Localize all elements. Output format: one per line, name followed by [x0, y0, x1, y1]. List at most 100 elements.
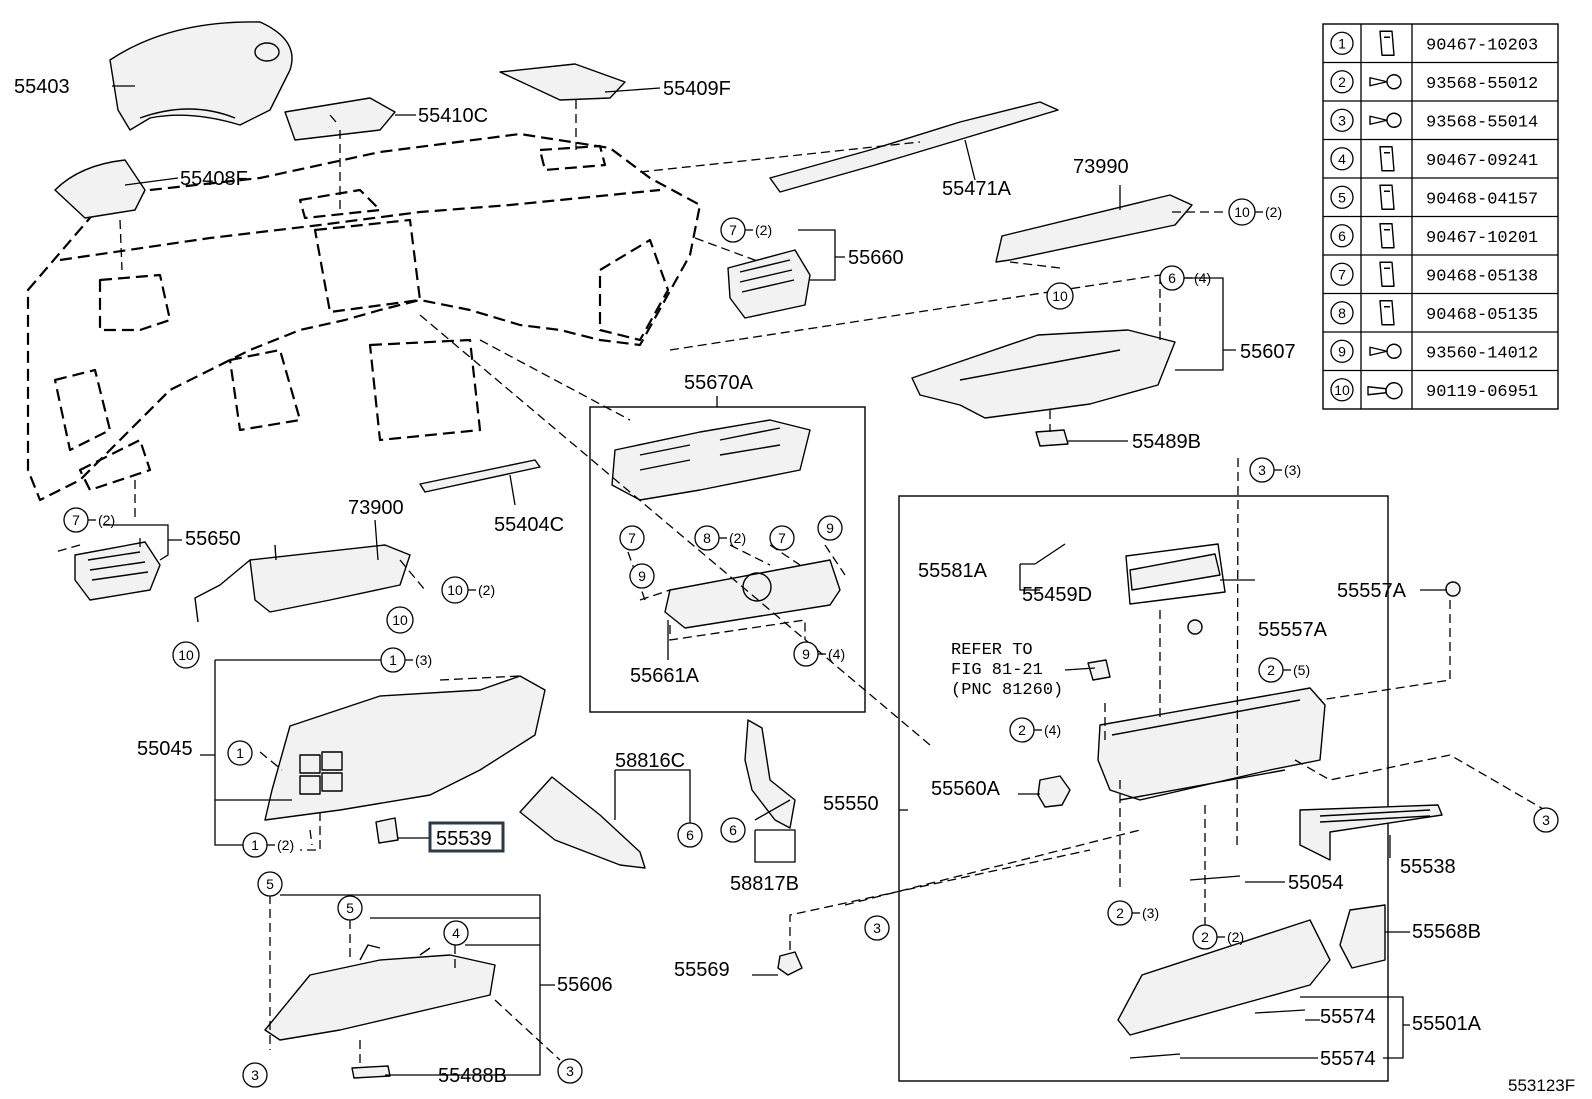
callout-circle	[227, 740, 253, 766]
callout: 2(2)	[1192, 924, 1244, 950]
panel-55408F	[54, 159, 146, 219]
callout-number: 3	[1258, 462, 1266, 478]
screw-icon	[1369, 343, 1402, 359]
box-55550	[898, 495, 1461, 1082]
callout-number: 10	[1234, 204, 1250, 220]
callout-number: 5	[266, 876, 274, 892]
screw-icon	[1369, 112, 1402, 128]
refer-note-line3: (PNC 81260)	[951, 681, 1063, 700]
switch-55539	[375, 817, 399, 844]
lower-panel-55045	[264, 675, 546, 821]
screw-icon	[1369, 74, 1402, 90]
callout-number: 7	[729, 222, 737, 238]
callout-quantity: (2)	[1265, 204, 1282, 220]
callout-circle	[557, 1058, 583, 1084]
label-55574-2: 55574	[1320, 1048, 1376, 1070]
callout-circle	[242, 1062, 268, 1088]
fastener-part-number: 90467-09241	[1426, 152, 1538, 171]
callout-quantity: (2)	[98, 512, 115, 528]
callout-number: 3	[566, 1063, 574, 1079]
panel-55410C	[284, 97, 396, 141]
fastener-number-circle	[1330, 185, 1354, 209]
callout-number: 10	[392, 612, 408, 628]
callout-number: 10	[447, 582, 463, 598]
fastener-number-circle	[1330, 31, 1354, 55]
callout: 10 (2)	[1228, 198, 1282, 226]
callout-number: 9	[802, 646, 810, 662]
fastener-number: 8	[1338, 305, 1346, 321]
label-55557A-2: 55557A	[1258, 619, 1328, 641]
fastener-part-number: 90467-10203	[1426, 36, 1538, 55]
fastener-number: 9	[1338, 343, 1346, 359]
label-55471A: 55471A	[942, 178, 1012, 200]
callout-quantity: (2)	[1227, 929, 1244, 945]
callout: 3	[242, 1062, 268, 1088]
fastener-row: 1 90467-10203	[1330, 30, 1538, 56]
callout: 1(2)	[242, 832, 294, 858]
callout-circle	[677, 822, 703, 848]
callout: 1(3)	[380, 647, 432, 673]
callout: 10	[172, 641, 200, 669]
label-55560A: 55560A	[931, 778, 1001, 800]
lower-panel-55607	[911, 329, 1176, 419]
panel-73990	[995, 194, 1193, 263]
fastener-part-number: 93560-14012	[1426, 344, 1538, 363]
figure-code: 553123F	[1508, 1076, 1575, 1095]
clip-icon	[1379, 300, 1395, 326]
callout: 10	[386, 606, 414, 634]
callout-quantity: (4)	[828, 646, 845, 662]
label-55054: 55054	[1288, 872, 1344, 894]
callout: 7	[619, 525, 645, 551]
callout: 6	[677, 822, 703, 848]
callout-circle	[386, 606, 414, 634]
refer-note-line1: REFER TO	[951, 641, 1033, 660]
label-55501A: 55501A	[1412, 1013, 1482, 1035]
label-55410C: 55410C	[418, 105, 488, 127]
label-55459D: 55459D	[1022, 584, 1092, 606]
label-55409F: 55409F	[663, 78, 731, 100]
panel-58817B	[744, 719, 796, 829]
fastener-number: 5	[1338, 189, 1346, 205]
fastener-number-circle	[1330, 378, 1354, 402]
label-55045: 55045	[137, 738, 193, 760]
callout-number: 3	[1542, 812, 1550, 828]
callout-number: 3	[873, 920, 881, 936]
callout-circle	[817, 515, 843, 541]
callout: 1	[227, 740, 253, 766]
callout-circle	[629, 563, 655, 589]
strip-55471A	[769, 101, 1059, 193]
clip-icon	[1379, 146, 1395, 172]
panel-55409F	[499, 63, 626, 101]
fastener-part-number: 90468-05135	[1426, 306, 1538, 325]
bolt-icon	[1367, 382, 1403, 400]
callout: 10(2)	[441, 576, 495, 604]
callout: 4	[443, 920, 469, 946]
fastener-number: 10	[1334, 382, 1350, 398]
label-55660: 55660	[848, 247, 904, 269]
callout: 7(2)	[720, 217, 772, 243]
fastener-part-number: 93568-55014	[1426, 113, 1538, 132]
label-55606: 55606	[557, 974, 613, 996]
label-55403: 55403	[14, 76, 70, 98]
callout-number: 6	[729, 822, 737, 838]
fastener-number: 4	[1338, 151, 1346, 167]
label-58816C: 58816C	[615, 750, 685, 772]
callout-number: 6	[686, 827, 694, 843]
lower-panel-55606	[264, 944, 496, 1041]
callout: 6	[720, 817, 746, 843]
fastener-number: 1	[1338, 35, 1346, 51]
label-55404C: 55404C	[494, 514, 564, 536]
callout: 2(3)	[1107, 900, 1159, 926]
strip-55404C	[419, 459, 541, 493]
instrument-panel-outline	[26, 132, 702, 502]
label-73900: 73900	[348, 497, 404, 519]
callout-circle	[864, 915, 890, 941]
callout: 9	[629, 563, 655, 589]
